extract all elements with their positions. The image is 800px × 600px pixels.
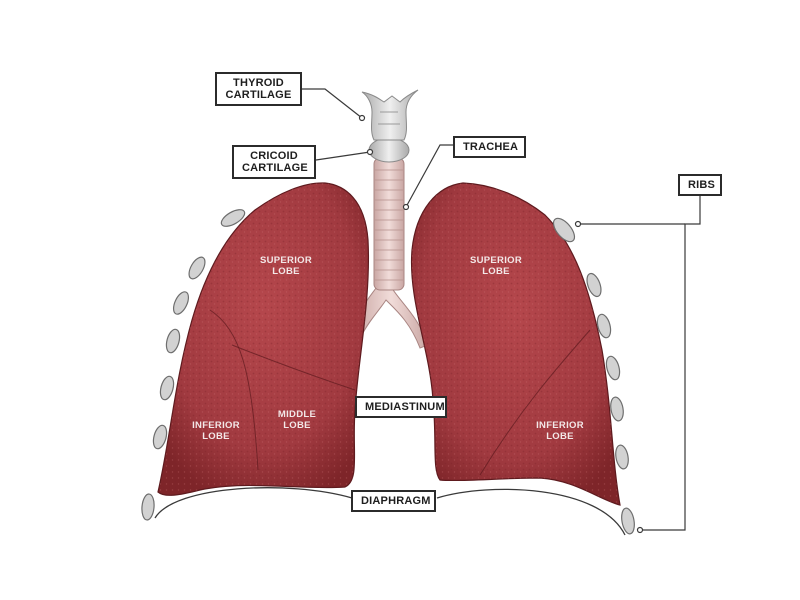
thyroid-leader-dot bbox=[358, 114, 366, 122]
label-ribs-text: RIBS bbox=[688, 179, 716, 191]
lobe-left-superior-line2: LOBE bbox=[482, 266, 510, 277]
rib-left bbox=[141, 209, 246, 521]
trachea bbox=[353, 157, 429, 349]
label-mediastinum: MEDIASTINUM bbox=[355, 396, 447, 418]
rib-right bbox=[552, 217, 635, 535]
label-trachea-text: TRACHEA bbox=[463, 141, 519, 153]
left-lung bbox=[410, 182, 621, 506]
lobe-right-inferior-line1: INFERIOR bbox=[192, 420, 240, 431]
cricoid-leader bbox=[315, 151, 371, 161]
lobe-left-inferior-line1: INFERIOR bbox=[536, 420, 584, 431]
lobe-left-inferior-line2: LOBE bbox=[546, 431, 574, 442]
ribs bbox=[141, 209, 635, 535]
label-thyroid-line1: THYROID bbox=[233, 77, 284, 89]
lobe-right-superior-line1: SUPERIOR bbox=[259, 255, 313, 266]
trachea-leader-dot bbox=[402, 203, 410, 211]
lobe-right-superior: SUPERIOR LOBE bbox=[241, 255, 331, 277]
label-cricoid-cartilage: CRICOID CARTILAGE bbox=[232, 145, 316, 179]
label-mediastinum-text: MEDIASTINUM bbox=[365, 401, 445, 413]
lobe-right-inferior-line2: LOBE bbox=[202, 431, 230, 442]
label-diaphragm: DIAPHRAGM bbox=[351, 490, 436, 512]
label-cricoid-line1: CRICOID bbox=[250, 150, 298, 162]
cricoid-cartilage bbox=[368, 137, 410, 163]
label-thyroid-line2: CARTILAGE bbox=[225, 89, 292, 101]
lobe-left-superior-line1: SUPERIOR bbox=[469, 255, 523, 266]
cricoid-leader-dot bbox=[366, 148, 374, 156]
thyroid-leader bbox=[301, 88, 363, 119]
ribs-leader-dot-upper bbox=[574, 220, 582, 228]
right-lung bbox=[157, 182, 370, 496]
label-trachea: TRACHEA bbox=[453, 136, 526, 158]
trachea-leader bbox=[405, 144, 454, 208]
lobe-left-superior: SUPERIOR LOBE bbox=[451, 255, 541, 277]
ribs-leader-lower bbox=[640, 193, 701, 531]
lobe-right-middle: MIDDLE LOBE bbox=[252, 409, 342, 431]
ribs-leader-dot-lower bbox=[636, 526, 644, 534]
lobe-right-middle-line2: LOBE bbox=[283, 420, 311, 431]
lobe-right-superior-line2: LOBE bbox=[272, 266, 300, 277]
lobe-right-middle-line1: MIDDLE bbox=[277, 409, 317, 420]
leader-lines bbox=[301, 88, 701, 534]
thyroid-cartilage bbox=[361, 89, 419, 141]
lobe-right-inferior: INFERIOR LOBE bbox=[171, 420, 261, 442]
label-cricoid-line2: CARTILAGE bbox=[242, 162, 308, 174]
label-ribs: RIBS bbox=[678, 174, 722, 196]
lobe-left-inferior: INFERIOR LOBE bbox=[515, 420, 605, 442]
label-diaphragm-text: DIAPHRAGM bbox=[361, 495, 431, 507]
diaphragm bbox=[154, 487, 626, 536]
label-thyroid-cartilage: THYROID CARTILAGE bbox=[215, 72, 302, 106]
